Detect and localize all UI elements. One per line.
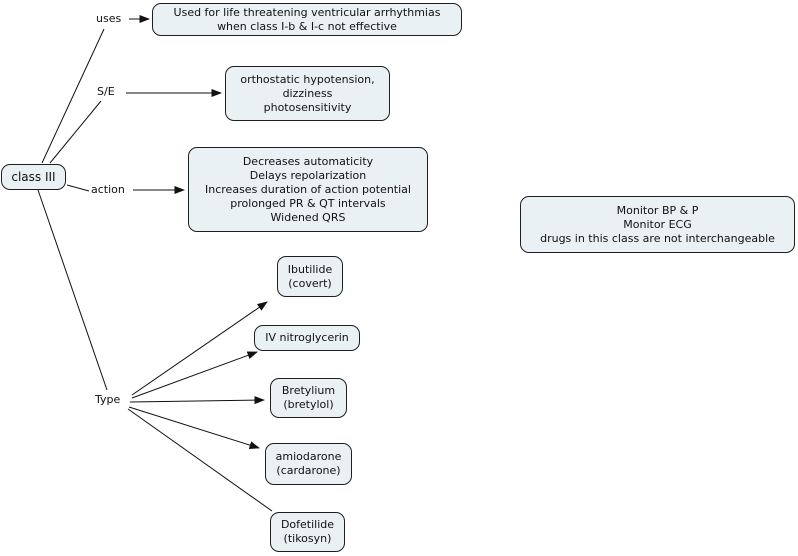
edge-class3-to-type-label: [37, 189, 108, 391]
edge-class3-to-action-label: [66, 184, 90, 192]
edge-label-type[interactable]: Type: [95, 393, 121, 406]
edge-type-to-amiodarone: [128, 406, 260, 449]
node-drug-amiodarone[interactable]: amiodarone (cardarone): [265, 443, 352, 485]
node-action-description[interactable]: Decreases automaticity Delays repolariza…: [188, 147, 428, 232]
node-drug-iv-nitroglycerin[interactable]: IV nitroglycerin: [254, 325, 360, 351]
edge-type-to-bretylium: [129, 396, 265, 405]
edge-type-to-iv-nitroglycerin: [131, 351, 258, 399]
node-drug-ibutilide[interactable]: Ibutilide (covert): [277, 256, 343, 297]
edge-label-side-effects[interactable]: S/E: [97, 85, 115, 98]
edge-class3-to-se-label: [49, 100, 102, 164]
edge-label-action[interactable]: action: [91, 183, 125, 196]
edge-type-to-ibutilide: [131, 301, 268, 396]
edge-class3-to-uses-label: [41, 28, 105, 164]
node-side-effects[interactable]: orthostatic hypotension, dizziness photo…: [225, 66, 390, 121]
node-uses-description[interactable]: Used for life threatening ventricular ar…: [152, 3, 462, 36]
edge-label-uses[interactable]: uses: [96, 12, 122, 25]
edge-type-to-dofetilide: [127, 408, 273, 512]
node-class-iii[interactable]: class III: [1, 164, 66, 190]
node-drug-dofetilide[interactable]: Dofetilide (tikosyn): [270, 512, 345, 552]
node-monitoring-notes[interactable]: Monitor BP & P Monitor ECG drugs in this…: [520, 196, 795, 253]
node-drug-bretylium[interactable]: Bretylium (bretylol): [270, 378, 347, 418]
